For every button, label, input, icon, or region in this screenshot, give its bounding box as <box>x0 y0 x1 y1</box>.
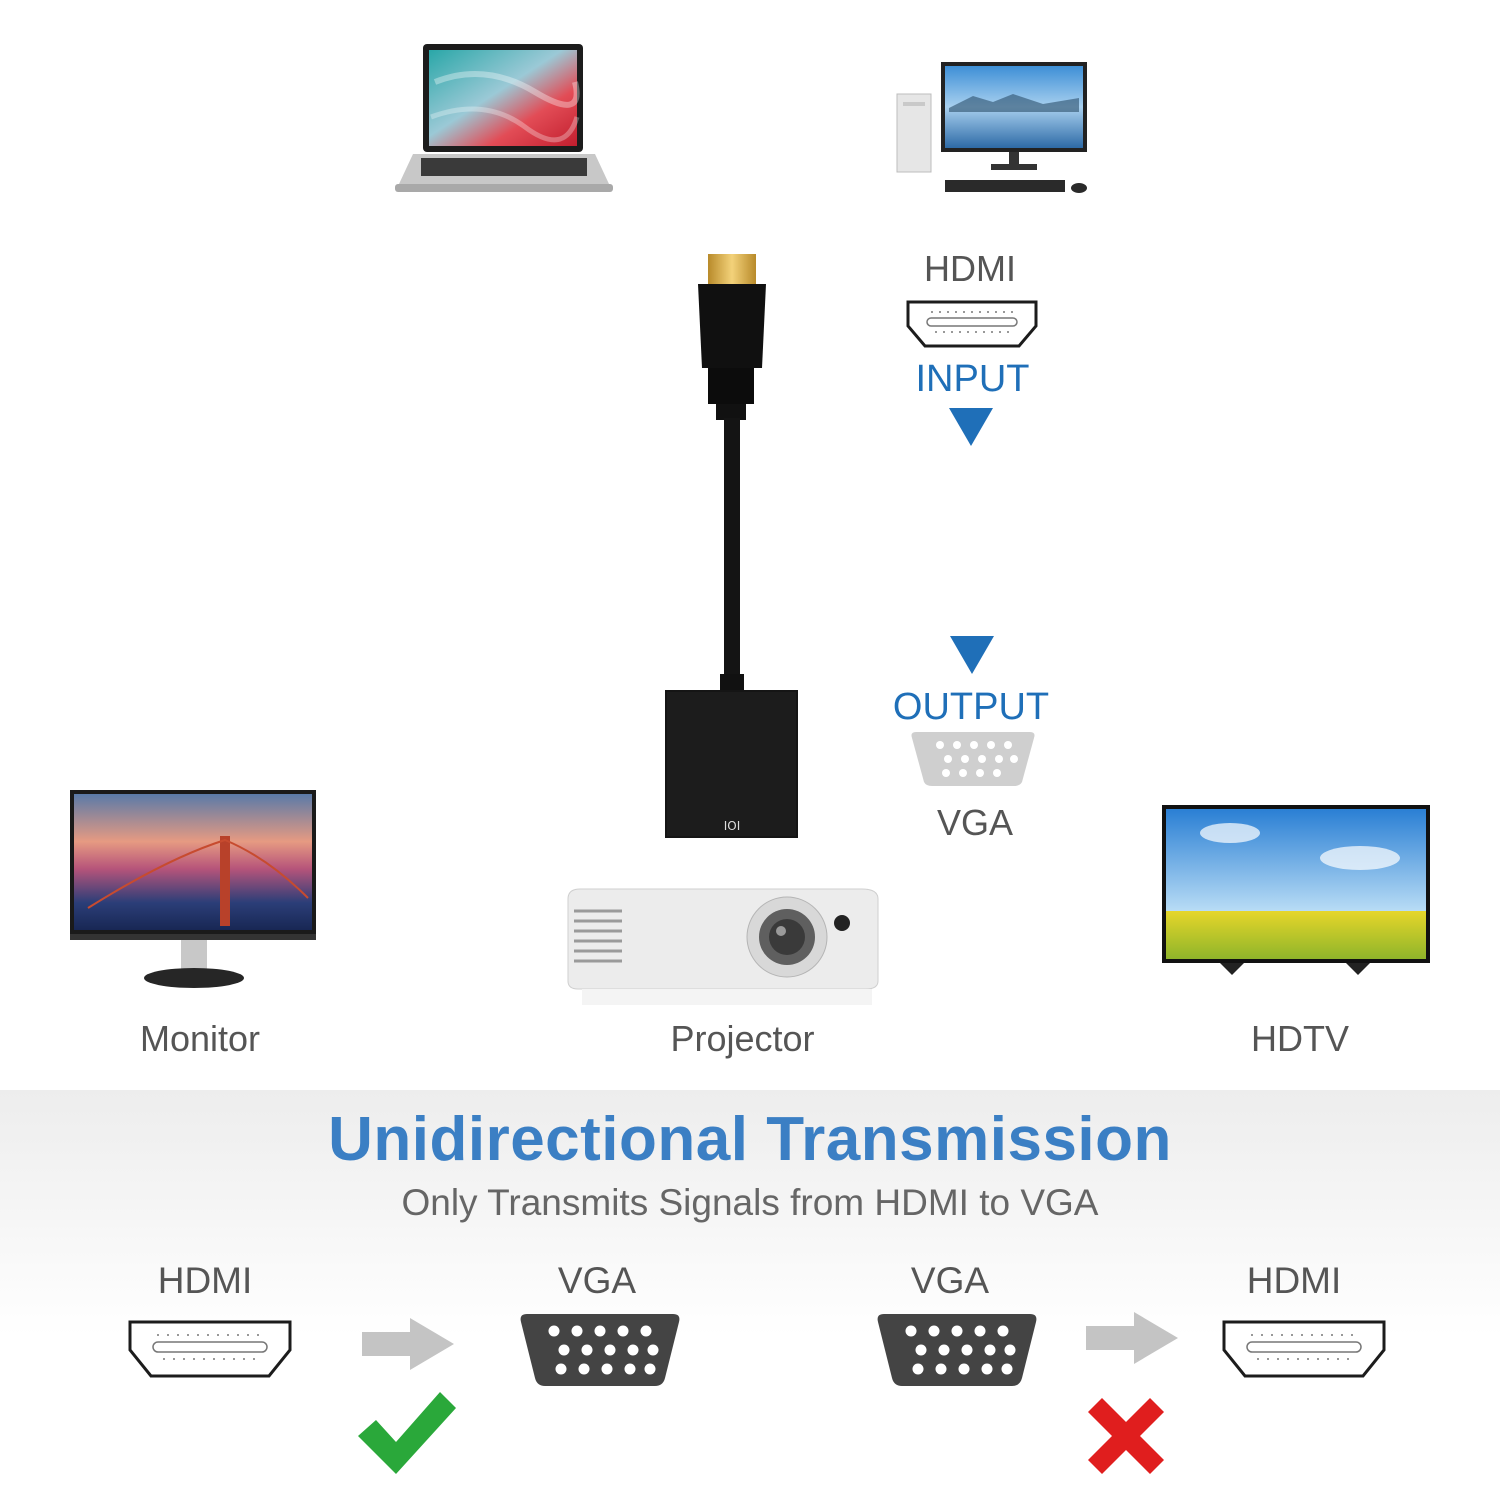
checkmark-icon <box>358 1392 456 1474</box>
hdmi-to-vga-adapter-cable: IOI <box>665 254 798 838</box>
input-label: INPUT <box>915 358 1030 400</box>
monitor-label: Monitor <box>139 1018 261 1059</box>
desktop-computer-icon <box>896 62 1087 193</box>
info-band <box>0 1090 1500 1500</box>
vga-port-icon <box>911 732 1035 786</box>
comparison-from-label: HDMI <box>157 1260 253 1301</box>
hdmi-port-icon <box>906 300 1038 348</box>
hdmi-port-icon <box>128 1320 292 1378</box>
comparison-to-label: HDMI <box>1246 1260 1342 1301</box>
laptop-icon <box>395 44 613 192</box>
cross-icon <box>1088 1398 1164 1474</box>
right-arrow-icon <box>1086 1312 1178 1364</box>
comparison-from-label: VGA <box>910 1260 990 1301</box>
right-arrow-icon <box>362 1318 454 1370</box>
projector-icon <box>567 888 879 1005</box>
vga-port-icon <box>520 1314 680 1386</box>
band-title: Unidirectional Transmission <box>328 1105 1172 1174</box>
band-subtitle: Only Transmits Signals from HDMI to VGA <box>401 1182 1099 1223</box>
down-triangle-icon <box>949 408 993 446</box>
output-label: OUTPUT <box>892 686 1050 728</box>
hdtv-label: HDTV <box>1251 1018 1349 1059</box>
input-port-label: HDMI <box>924 248 1016 289</box>
down-triangle-icon <box>950 636 994 674</box>
vga-port-icon <box>877 1314 1037 1386</box>
output-port-label: VGA <box>936 802 1014 843</box>
hdtv-icon <box>1162 805 1430 975</box>
svg-text:IOI: IOI <box>724 819 741 833</box>
hdmi-port-icon <box>1222 1320 1386 1378</box>
projector-label: Projector <box>670 1018 815 1059</box>
comparison-to-label: VGA <box>557 1260 637 1301</box>
monitor-icon <box>70 790 316 988</box>
